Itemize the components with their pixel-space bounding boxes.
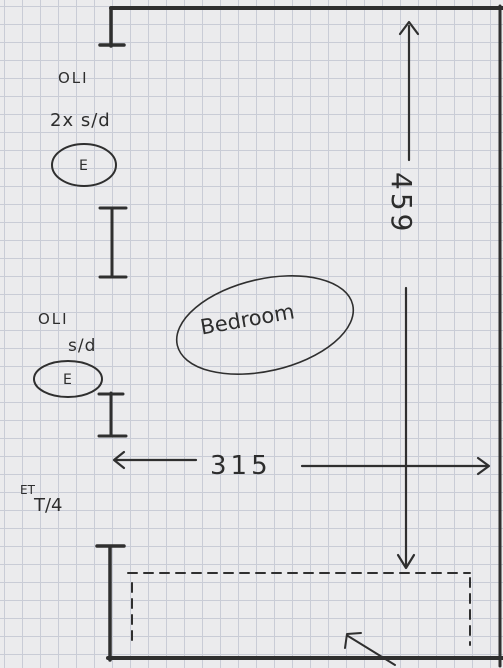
outlet-1-type: OLI: [58, 69, 89, 87]
outlet-2-sockets: s/d: [68, 336, 96, 356]
room-label: Bedroom: [199, 299, 297, 339]
wardrobe-outline: [127, 572, 471, 646]
height-dimension: 459: [385, 172, 418, 234]
window-opening-lower: [97, 391, 128, 438]
room-label-ellipse: [175, 275, 355, 375]
phone-point-label: T/4: [33, 495, 63, 516]
width-dimension: 315: [210, 451, 272, 481]
left-wall-top: [98, 6, 126, 48]
window-opening-upper: [98, 206, 128, 279]
door-arrow: [344, 632, 396, 666]
outlet-2-symbol-circle: [33, 360, 103, 398]
width-dimension-line: [112, 450, 491, 476]
room-walls: [95, 4, 503, 668]
phone-point-mark: ET: [20, 483, 36, 497]
outlet-1-symbol-circle: [51, 143, 117, 187]
outlet-1-sockets: 2x s/d: [50, 110, 111, 131]
left-wall-bottom: [95, 544, 126, 662]
outlet-2-type: OLI: [38, 310, 69, 328]
height-dimension-line: [396, 20, 420, 570]
outlet-1-symbol: E: [79, 158, 88, 174]
outlet-2-symbol: E: [63, 372, 72, 388]
